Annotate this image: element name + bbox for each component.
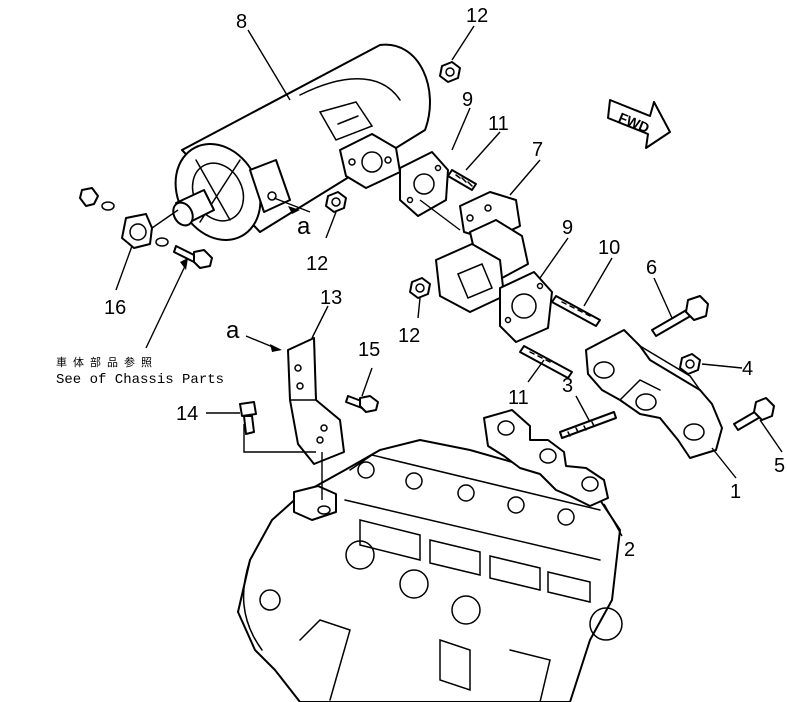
manifold-gasket: [483, 409, 609, 507]
leader-lines: [115, 25, 783, 537]
block-boss: [293, 485, 337, 521]
ref-arrowheads: [180, 206, 300, 352]
nut-mid: [325, 191, 347, 213]
gasket-lower: [499, 271, 553, 343]
callout-15: 15: [358, 339, 380, 361]
stud-upper: [447, 169, 477, 191]
callout-8: 8: [236, 11, 247, 33]
stud-lower: [519, 345, 573, 379]
bolt-15: [345, 395, 379, 413]
exhaust-pipe: [435, 191, 529, 313]
nut-top: [439, 61, 461, 83]
bolt-14: [239, 401, 257, 435]
nut-4: [679, 353, 701, 375]
muffler: [172, 43, 431, 241]
clamp: [79, 187, 169, 249]
callouts: 8 12 9 11 7 12 9 10 6 12 13 15 4 3 11 14…: [104, 5, 785, 561]
bolt-6: [651, 295, 709, 337]
callout-12-mid: 12: [306, 253, 328, 275]
gasket-upper: [399, 151, 449, 217]
ref-a-bracket: a: [226, 317, 240, 344]
stud-3: [559, 411, 617, 439]
callout-16: 16: [104, 297, 126, 319]
callout-6: 6: [646, 257, 657, 279]
ref-a-muffler: a: [297, 213, 311, 240]
callout-9-lower: 9: [562, 217, 573, 239]
callout-11-lower: 11: [508, 387, 529, 409]
chassis-note-japanese: 車体部品参照: [56, 355, 158, 369]
callout-10: 10: [598, 237, 620, 259]
bolt-5: [733, 397, 775, 431]
callout-7: 7: [532, 139, 543, 161]
callout-3: 3: [562, 375, 573, 397]
chassis-note-english: See of Chassis Parts: [56, 372, 224, 388]
clamp-bolt: [173, 245, 213, 269]
fwd-label: FWD: [616, 109, 652, 136]
fwd-arrow: FWD: [607, 99, 671, 149]
callout-14: 14: [176, 403, 198, 425]
callout-1: 1: [730, 481, 741, 503]
callout-9-upper: 9: [462, 89, 473, 111]
nut-lower: [409, 277, 431, 299]
callout-5: 5: [774, 455, 785, 477]
exhaust-manifold: [585, 329, 723, 459]
bracket: [287, 337, 345, 465]
callout-13: 13: [320, 287, 342, 309]
callout-4: 4: [742, 358, 753, 380]
callout-11-upper: 11: [488, 113, 509, 135]
callout-12-top: 12: [466, 5, 488, 27]
callout-12-lower: 12: [398, 325, 420, 347]
stud-10: [551, 295, 601, 327]
callout-2: 2: [624, 539, 635, 561]
